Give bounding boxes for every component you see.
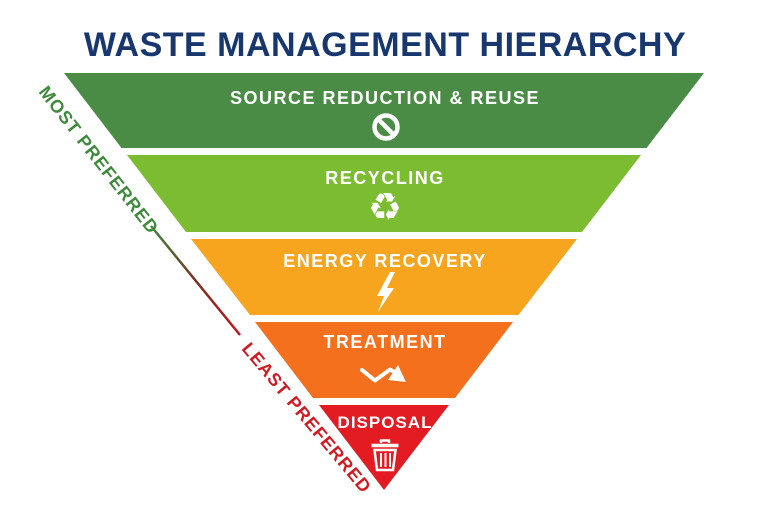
page-title: WASTE MANAGEMENT HIERARCHY (84, 26, 686, 64)
level-treatment-band (255, 322, 513, 398)
level-recycling-band (127, 155, 641, 232)
zigzag-arrow-icon (360, 365, 406, 383)
level-disposal-label: DISPOSAL (338, 413, 433, 432)
trash-icon (371, 439, 399, 472)
recycling-icon: ♻ (368, 185, 402, 229)
level-treatment-label: TREATMENT (323, 332, 446, 352)
level-disposal-band (319, 405, 449, 490)
level-treatment: TREATMENT (255, 322, 513, 398)
level-source-reduction-label: SOURCE REDUCTION & REUSE (230, 88, 540, 108)
lightning-icon (377, 272, 395, 312)
level-recycling: RECYCLING ♻ (127, 155, 641, 232)
level-disposal: DISPOSAL (319, 405, 449, 490)
level-energy-recovery-label: ENERGY RECOVERY (283, 251, 487, 271)
level-source-reduction: SOURCE REDUCTION & REUSE (64, 73, 704, 148)
preference-gradient-line (150, 225, 241, 336)
prohibition-icon (372, 113, 400, 141)
level-recycling-label: RECYCLING (325, 168, 445, 188)
level-energy-recovery-band (191, 239, 577, 315)
level-energy-recovery: ENERGY RECOVERY (191, 239, 577, 315)
level-source-reduction-band (64, 73, 704, 148)
